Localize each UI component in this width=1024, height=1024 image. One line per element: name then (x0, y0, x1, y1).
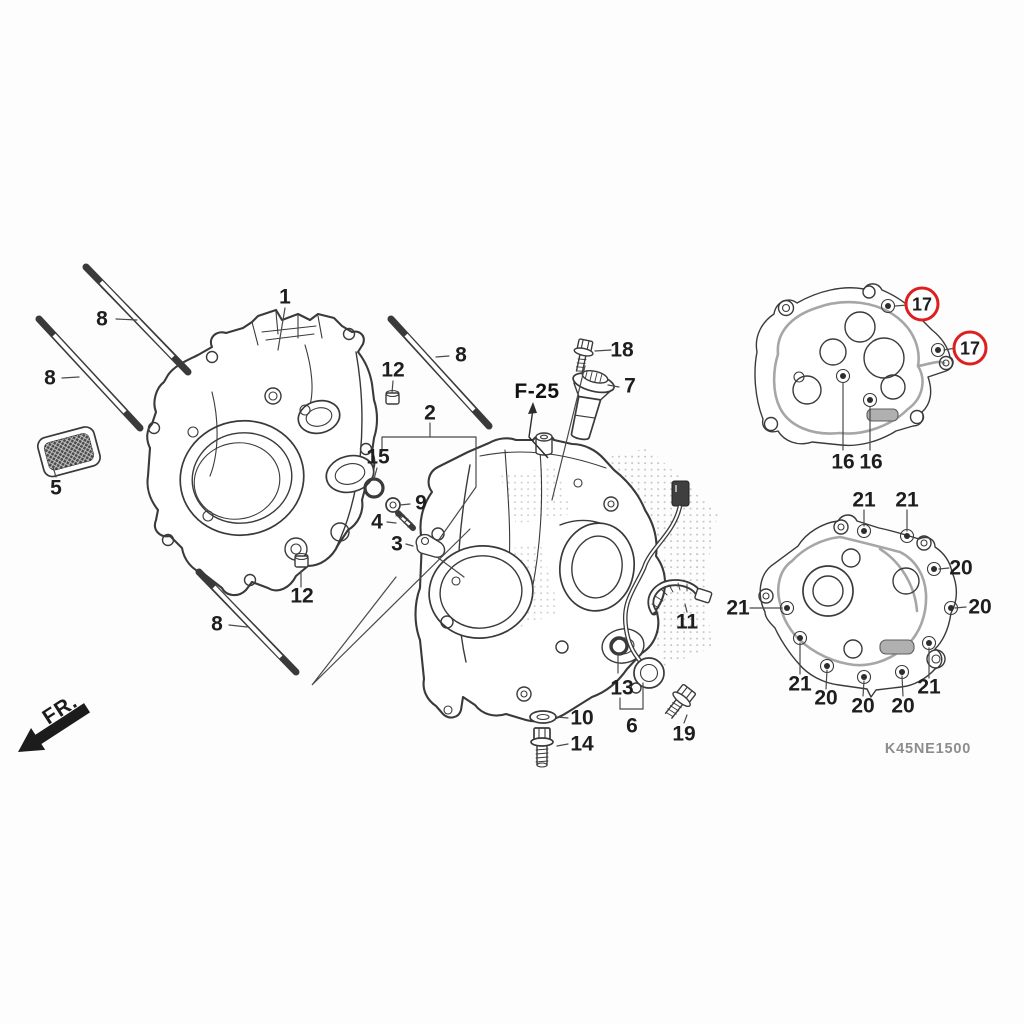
part-callout-5: 5 (50, 476, 62, 500)
part-callout-17: 17 (952, 330, 988, 366)
part-callout-20: 20 (891, 694, 915, 718)
wire-guide-clamp (647, 579, 713, 616)
oil-filler-cap (570, 369, 615, 441)
part-callout-19: 19 (672, 722, 696, 746)
part-callout-8: 8 (96, 307, 108, 331)
crankcase-right-half (414, 432, 667, 723)
cross-reference-label: F-25 (514, 380, 560, 403)
part-callout-11: 11 (675, 610, 699, 634)
part-callout-17: 17 (904, 286, 940, 322)
part-callout-9: 9 (415, 491, 427, 515)
part-callout-15: 15 (366, 445, 390, 469)
sealing-washer (529, 710, 557, 724)
gasket-left-cover (758, 514, 959, 698)
part-callout-3: 3 (391, 532, 403, 556)
part-callout-20: 20 (968, 595, 992, 619)
sensor-wire (622, 480, 690, 669)
bolt-19 (664, 683, 697, 719)
front-label: FR. (38, 689, 82, 730)
part-callout-12: 12 (381, 358, 405, 382)
part-callout-16: 16 (831, 450, 855, 474)
strainer-screen (36, 426, 101, 478)
spring-screw (395, 510, 416, 531)
diagram-code: K45NE1500 (884, 741, 972, 757)
part-callout-8: 8 (211, 612, 223, 636)
dowel-bushing-bottom (294, 552, 309, 568)
part-callout-8: 8 (44, 366, 56, 390)
front-direction-indicator: FR. (6, 688, 126, 778)
gasket-right-cover (754, 283, 954, 447)
part-callout-20: 20 (949, 556, 973, 580)
part-callout-7: 7 (624, 374, 636, 398)
part-callout-20: 20 (851, 694, 875, 718)
leader-lines (52, 304, 967, 747)
stopper-arm (415, 533, 446, 558)
front-arrow (18, 703, 91, 752)
part-callout-20: 20 (814, 686, 838, 710)
part-callout-2: 2 (424, 401, 436, 425)
part-callout-8: 8 (455, 343, 467, 367)
part-callout-16: 16 (859, 450, 883, 474)
part-callout-21: 21 (917, 675, 941, 699)
part-callout-14: 14 (570, 732, 594, 756)
part-callout-21: 21 (852, 488, 876, 512)
drain-bolt (530, 727, 554, 768)
part-callout-13: 13 (610, 676, 634, 700)
small-parts (36, 338, 713, 768)
bolt-18 (573, 338, 594, 373)
part-callout-4: 4 (371, 510, 383, 534)
part-callout-18: 18 (610, 338, 634, 362)
part-callout-12: 12 (290, 584, 314, 608)
part-callout-10: 10 (570, 706, 594, 730)
stud-bolts (35, 263, 493, 676)
part-callout-1: 1 (279, 285, 291, 309)
part-callout-21: 21 (788, 672, 812, 696)
crankcase-left-half (146, 308, 379, 597)
part-callout-6: 6 (626, 714, 638, 738)
oil-pressure-sensor (609, 636, 665, 694)
part-callout-21: 21 (895, 488, 919, 512)
part-callout-21: 21 (726, 596, 750, 620)
